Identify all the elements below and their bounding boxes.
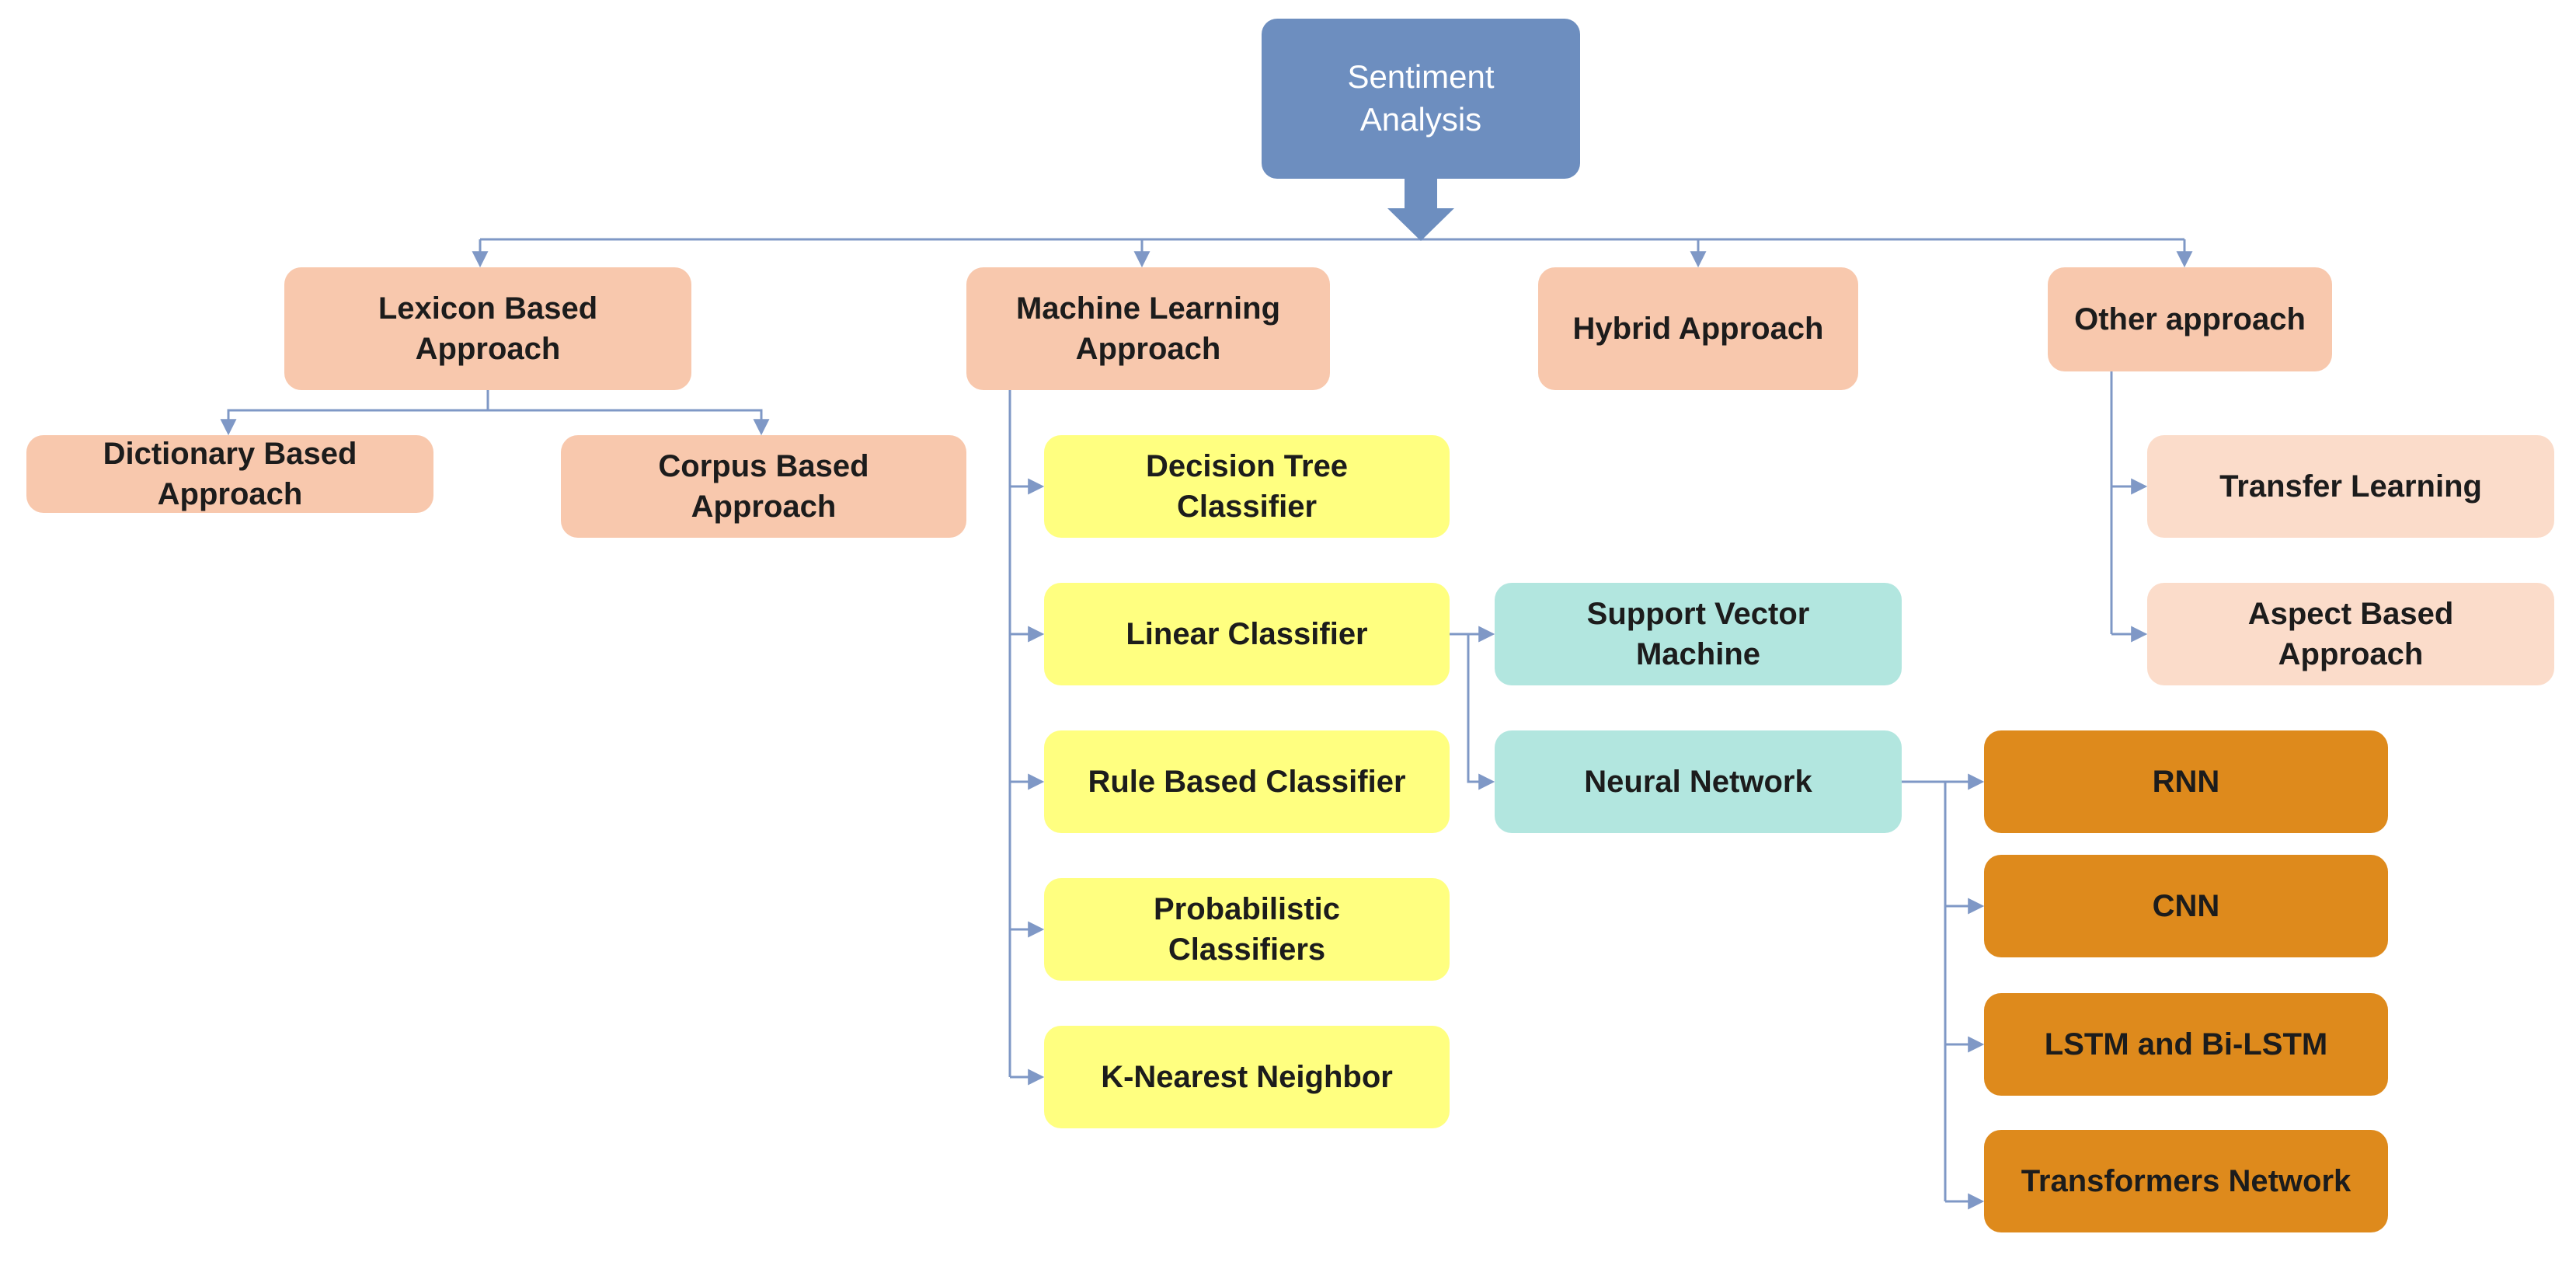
connector-lexicon-bus [220, 390, 489, 436]
connector-linear-to-nn [1467, 634, 1495, 790]
node-label: Other approach [2074, 302, 2306, 336]
node-label: Lexicon Based Approach [378, 291, 598, 366]
node-label: Corpus Based Approach [658, 449, 869, 524]
node-transfer-learning: Transfer Learning [2147, 435, 2554, 538]
node-dictionary-based-approach: Dictionary Based Approach [26, 435, 433, 513]
node-machine-learning-approach: Machine Learning Approach [966, 267, 1330, 390]
node-label: Transformers Network [2021, 1164, 2351, 1198]
node-label: CNN [2152, 889, 2220, 923]
node-label: Probabilistic Classifiers [1153, 892, 1341, 967]
node-linear-classifier: Linear Classifier [1044, 583, 1450, 685]
node-label: Hybrid Approach [1572, 312, 1824, 346]
node-decision-tree-classifier: Decision Tree Classifier [1044, 435, 1450, 538]
root-down-arrow [1387, 179, 1454, 241]
node-label: RNN [2152, 765, 2220, 799]
node-label: Dictionary Based Approach [103, 437, 357, 511]
root-sentiment-analysis: Sentiment Analysis [1262, 19, 1580, 179]
node-label: Neural Network [1584, 765, 1812, 799]
node-k-nearest-neighbor: K-Nearest Neighbor [1044, 1026, 1450, 1128]
node-cnn: CNN [1984, 855, 2388, 957]
node-label: Support Vector Machine [1586, 597, 1810, 671]
node-hybrid-approach: Hybrid Approach [1538, 267, 1858, 390]
node-label: Aspect Based Approach [2247, 597, 2454, 671]
node-label: Machine Learning Approach [1015, 291, 1281, 366]
connector-lexicon-to-corpus [488, 409, 770, 436]
node-lexicon-based-approach: Lexicon Based Approach [284, 267, 691, 390]
node-other-approach: Other approach [2048, 267, 2332, 371]
node-label: Transfer Learning [2219, 469, 2482, 504]
node-label: Rule Based Classifier [1088, 765, 1406, 799]
node-transformers-network: Transformers Network [1984, 1130, 2388, 1232]
node-rnn: RNN [1984, 730, 2388, 833]
node-label: K-Nearest Neighbor [1101, 1060, 1393, 1094]
node-label: Linear Classifier [1126, 617, 1368, 651]
node-neural-network: Neural Network [1495, 730, 1902, 833]
node-rule-based-classifier: Rule Based Classifier [1044, 730, 1450, 833]
node-label: LSTM and Bi-LSTM [2044, 1027, 2328, 1062]
node-aspect-based-approach: Aspect Based Approach [2147, 583, 2554, 685]
node-label: Sentiment Analysis [1347, 58, 1495, 138]
node-probabilistic-classifiers: Probabilistic Classifiers [1044, 878, 1450, 981]
node-label: Decision Tree Classifier [1145, 449, 1349, 524]
node-lstm-and-bi-lstm: LSTM and Bi-LSTM [1984, 993, 2388, 1096]
node-support-vector-machine: Support Vector Machine [1495, 583, 1902, 685]
node-corpus-based-approach: Corpus Based Approach [561, 435, 966, 538]
